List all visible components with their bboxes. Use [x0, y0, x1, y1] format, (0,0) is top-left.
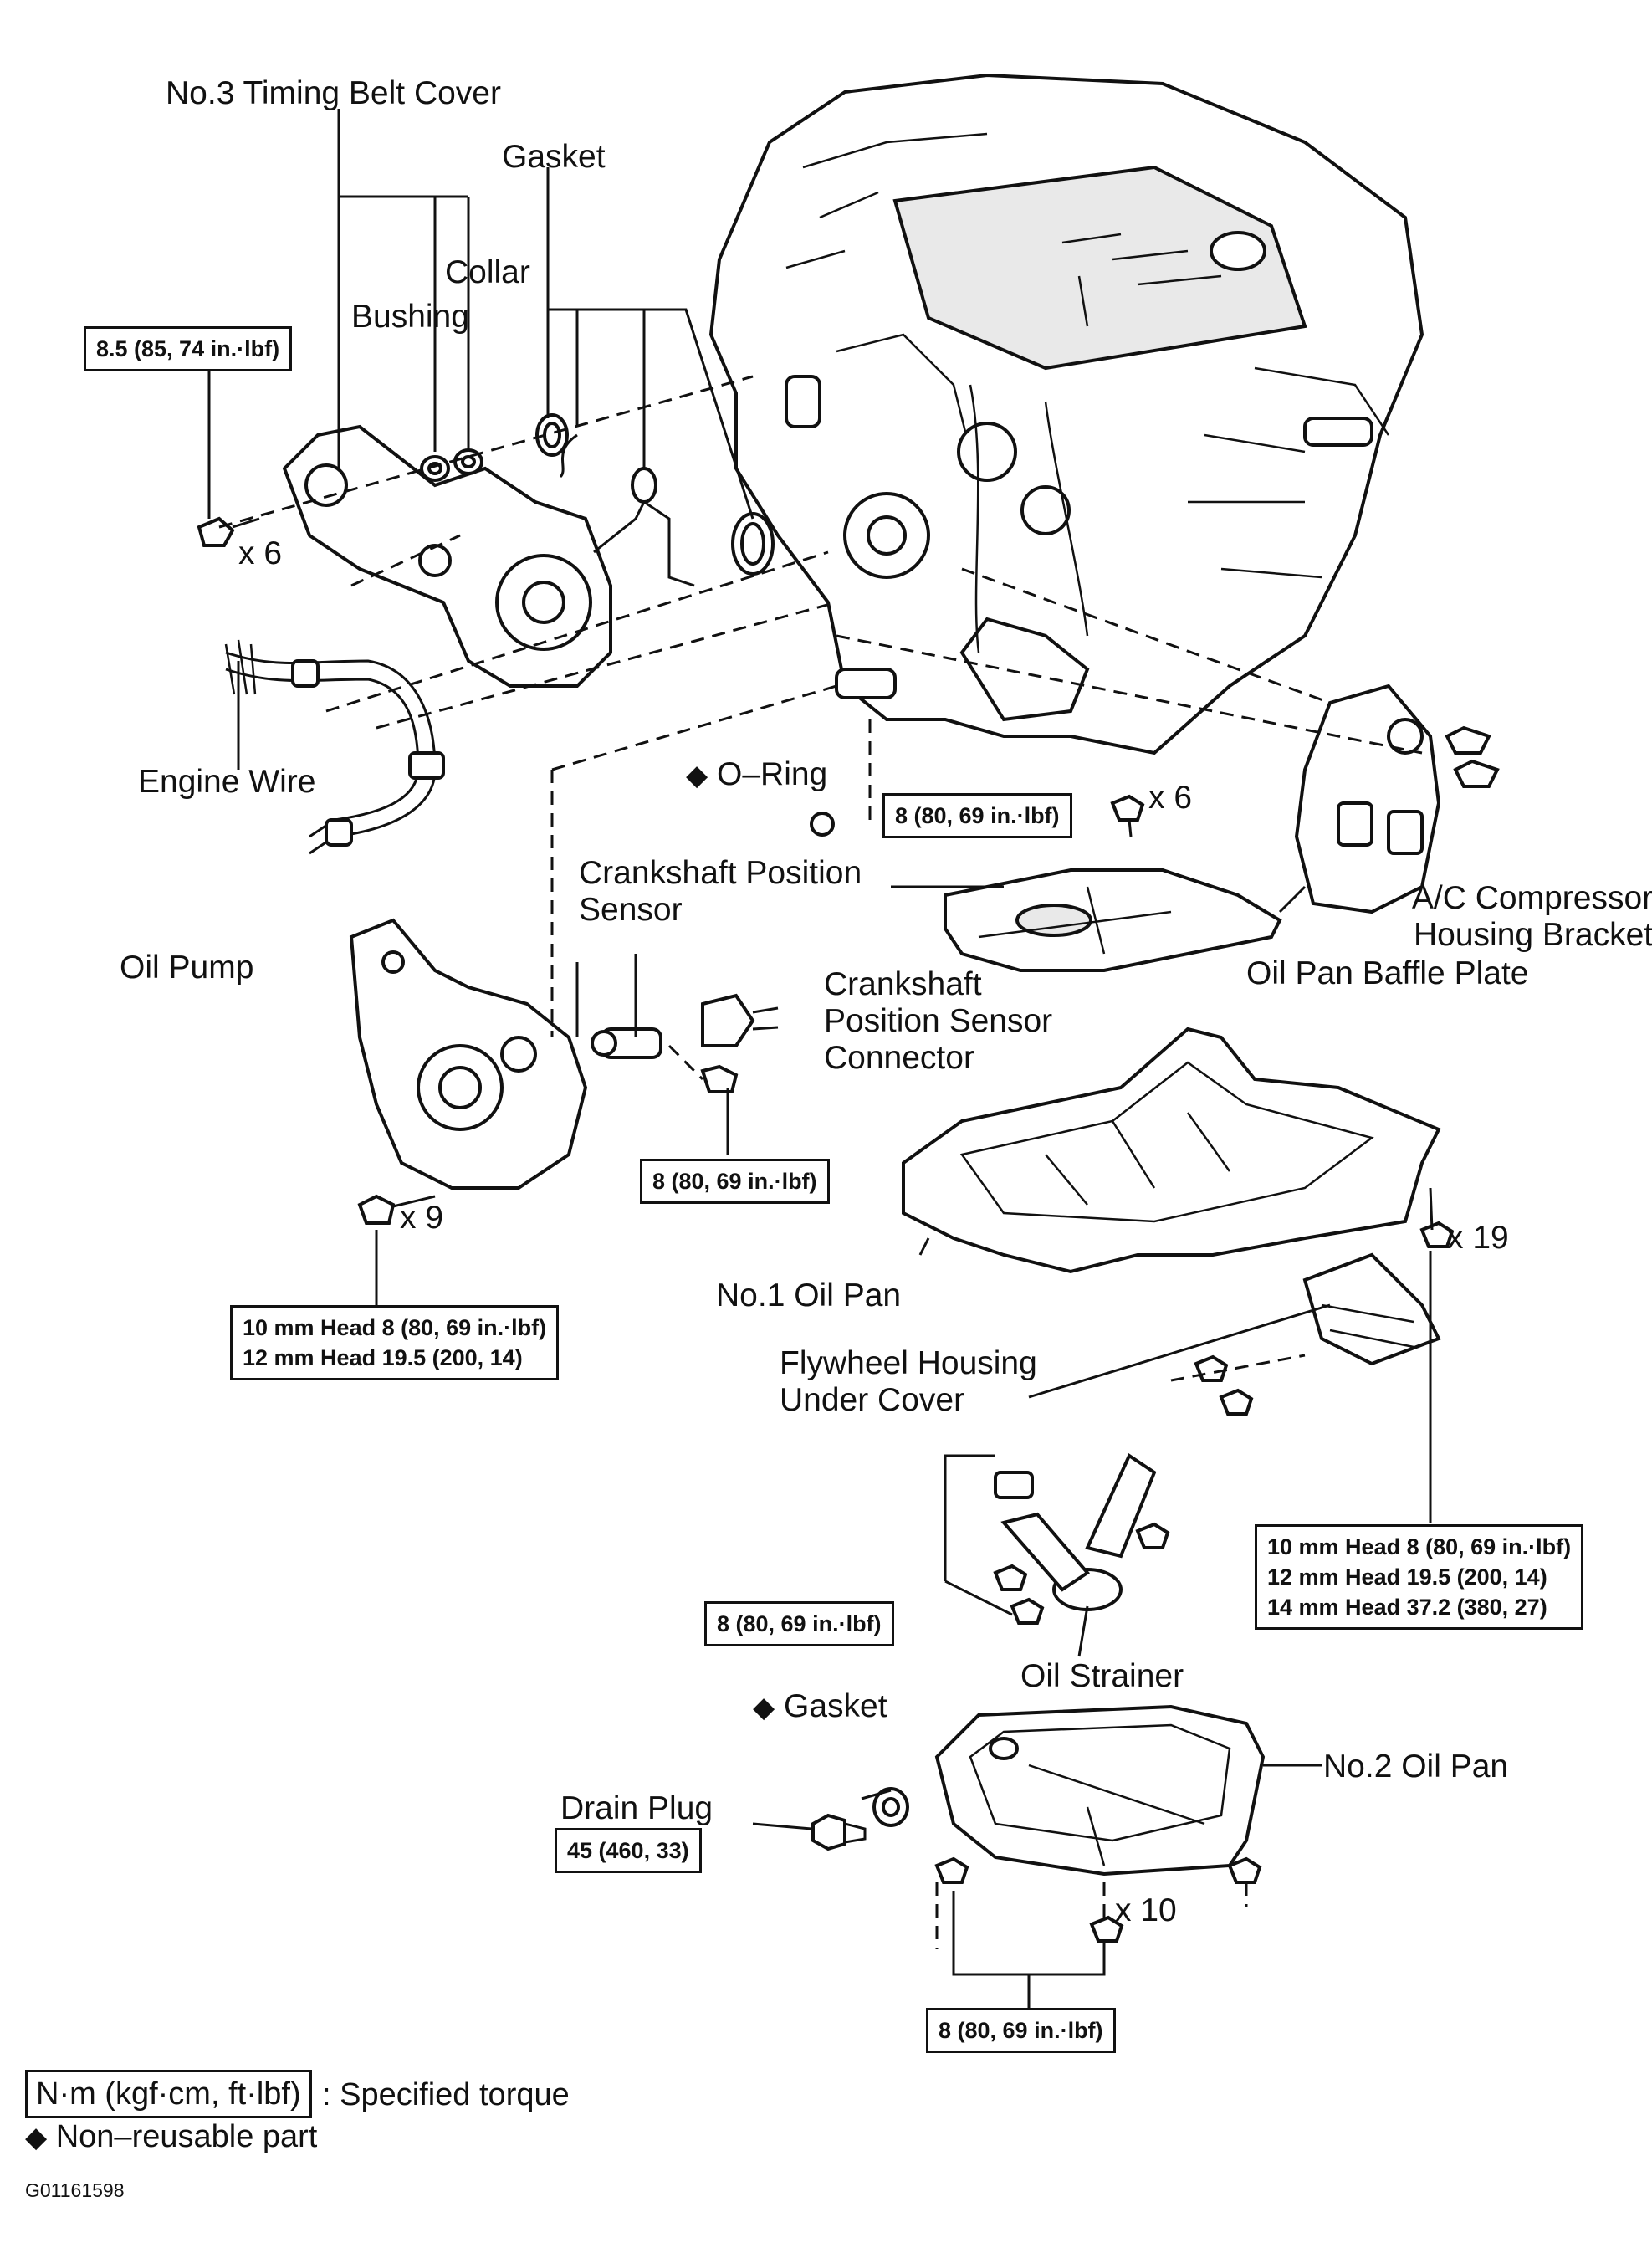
- torque-value: 8 (80, 69 in.·lbf): [895, 803, 1060, 828]
- legend-torque-box: N·m (kgf·cm, ft·lbf): [25, 2070, 312, 2118]
- legend-torque-text: : Specified torque: [322, 2077, 570, 2112]
- torque-box-timing-cover: 8.5 (85, 74 in.·lbf): [84, 326, 293, 371]
- label-crank-conn-line2: Position Sensor: [824, 1003, 1053, 1039]
- label-oil-pump: Oil Pump: [120, 950, 254, 986]
- torque-box-mid-bolts: 8 (80, 69 in.·lbf): [882, 793, 1072, 838]
- label-ac-bracket-line2: Housing Bracket: [1414, 917, 1652, 953]
- legend-nonreusable: ◆ Non–reusable part: [25, 2117, 317, 2158]
- label-oil-pan-1: No.1 Oil Pan: [716, 1277, 902, 1313]
- label-crank-conn-line3: Connector: [824, 1040, 974, 1076]
- label-o-ring-text: O–Ring: [717, 756, 828, 792]
- non-reusable-marker-gasket: ◆: [753, 1692, 775, 1723]
- no2-oil-pan-part: [934, 1704, 1266, 1943]
- label-bushing: Bushing: [351, 299, 469, 335]
- label-count-x19: x 19: [1447, 1220, 1509, 1256]
- label-baffle-plate: Oil Pan Baffle Plate: [1246, 955, 1529, 991]
- torque-value-12mm: 12 mm Head 19.5 (200, 14): [1267, 1564, 1547, 1590]
- label-oil-strainer: Oil Strainer: [1020, 1658, 1184, 1694]
- timing-belt-cover-part: [282, 424, 612, 688]
- bushing-part: [420, 455, 450, 482]
- gasket-parts-top: [535, 413, 775, 587]
- label-flywheel-cover: Flywheel Housing Under Cover: [780, 1345, 1037, 1419]
- label-drain-plug: Drain Plug: [560, 1790, 713, 1826]
- label-crank-conn-line1: Crankshaft: [824, 966, 982, 1002]
- torque-value-10mm: 10 mm Head 8 (80, 69 in.·lbf): [1267, 1534, 1572, 1559]
- engine-block: [708, 73, 1424, 755]
- label-count-x9: x 9: [400, 1200, 444, 1236]
- engine-wire-part: [224, 639, 445, 855]
- no1-oil-pan-part: [902, 1027, 1455, 1274]
- label-o-ring: ◆ O–Ring: [686, 756, 827, 794]
- label-count-x10: x 10: [1115, 1892, 1177, 1928]
- label-gasket-bottom: ◆ Gasket: [753, 1688, 887, 1726]
- ac-compressor-bracket-part: [1294, 684, 1500, 914]
- torque-box-crank-sensor: 8 (80, 69 in.·lbf): [640, 1159, 830, 1204]
- torque-value: 8 (80, 69 in.·lbf): [939, 2018, 1103, 2043]
- torque-value-12mm: 12 mm Head 19.5 (200, 14): [243, 1345, 523, 1370]
- torque-value-14mm: 14 mm Head 37.2 (380, 27): [1267, 1595, 1547, 1620]
- torque-box-no2-oil-pan: 8 (80, 69 in.·lbf): [926, 2008, 1116, 2053]
- bolt-mid: [1110, 794, 1145, 837]
- torque-value: 45 (460, 33): [567, 1838, 689, 1863]
- torque-value: 8.5 (85, 74 in.·lbf): [96, 336, 280, 361]
- torque-value: 8 (80, 69 in.·lbf): [717, 1611, 882, 1636]
- label-crank-sensor-line1: Crankshaft Position: [579, 855, 862, 891]
- label-collar: Collar: [445, 254, 530, 290]
- torque-box-no1-oil-pan: 10 mm Head 8 (80, 69 in.·lbf) 12 mm Head…: [1255, 1524, 1584, 1630]
- o-ring-part: [810, 812, 835, 837]
- legend-nonreusable-text: Non–reusable part: [55, 2119, 318, 2154]
- torque-box-drain-plug: 45 (460, 33): [555, 1828, 702, 1873]
- torque-box-oil-pump: 10 mm Head 8 (80, 69 in.·lbf) 12 mm Head…: [230, 1305, 560, 1380]
- crank-sensor-part: [591, 993, 779, 1093]
- label-ac-bracket: A/C Compressor Housing Bracket: [1389, 880, 1652, 954]
- drain-plug-part: [811, 1787, 909, 1851]
- label-count-x6-left: x 6: [238, 535, 283, 571]
- legend-diamond-icon: ◆: [25, 2122, 48, 2153]
- label-flywheel-line2: Under Cover: [780, 1382, 965, 1418]
- figure-code: G01161598: [25, 2179, 125, 2201]
- torque-value-10mm: 10 mm Head 8 (80, 69 in.·lbf): [243, 1315, 547, 1340]
- label-engine-wire: Engine Wire: [138, 764, 316, 800]
- label-gasket-top: Gasket: [502, 139, 606, 175]
- oil-pan-baffle-plate-part: [944, 868, 1282, 972]
- torque-value: 8 (80, 69 in.·lbf): [652, 1169, 817, 1194]
- oil-strainer-part: [993, 1453, 1170, 1625]
- label-crank-sensor: Crankshaft Position Sensor: [579, 855, 862, 929]
- label-oil-pan-2: No.2 Oil Pan: [1323, 1749, 1509, 1784]
- label-gasket-bottom-text: Gasket: [784, 1688, 887, 1724]
- leader-lines: [207, 109, 1432, 2008]
- label-timing-belt-cover: No.3 Timing Belt Cover: [166, 75, 501, 111]
- label-crank-connector: Crankshaft Position Sensor Connector: [824, 966, 1052, 1077]
- label-ac-bracket-line1: A/C Compressor: [1411, 880, 1652, 916]
- oil-pump-part: [349, 918, 588, 1225]
- label-crank-sensor-line2: Sensor: [579, 892, 683, 928]
- label-flywheel-line1: Flywheel Housing: [780, 1345, 1037, 1381]
- torque-box-oil-strainer: 8 (80, 69 in.·lbf): [704, 1601, 894, 1646]
- label-count-x6-mid: x 6: [1148, 780, 1193, 816]
- non-reusable-marker: ◆: [686, 760, 708, 791]
- dashed-alignment-lines: [218, 375, 1423, 1949]
